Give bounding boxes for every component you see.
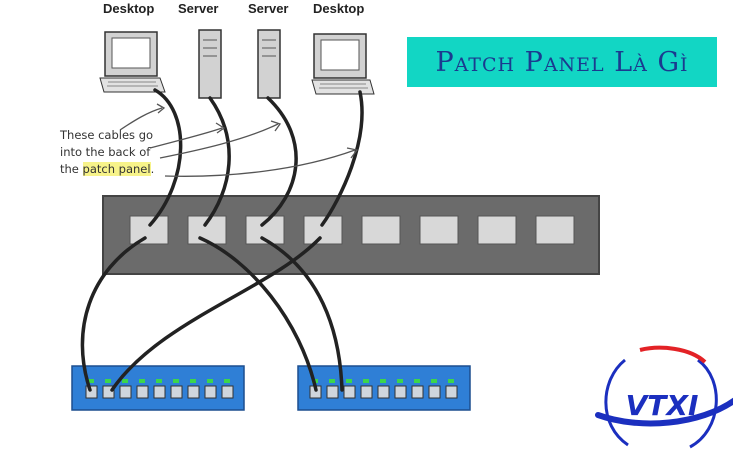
vtxi-logo: VTXI — [595, 345, 733, 449]
device-label-server-2: Server — [248, 1, 289, 16]
server-tower-icon — [257, 29, 281, 99]
note-line-3-pre: the — [60, 162, 83, 176]
note-line-2: into the back of — [60, 145, 151, 159]
device-label-desktop-1: Desktop — [103, 1, 155, 16]
network-switch — [71, 365, 245, 411]
network-switch — [297, 365, 471, 411]
patch-panel-highlight: patch panel — [82, 162, 151, 176]
device-label-desktop-2: Desktop — [313, 1, 365, 16]
desktop-computer-icon — [99, 31, 166, 93]
note-line-1: These cables go — [60, 128, 154, 142]
logo-text: VTXI — [626, 389, 699, 422]
note-line-3: the patch panel. — [60, 161, 180, 178]
server-tower-icon — [198, 29, 222, 99]
patch-panel — [102, 195, 600, 275]
page-title: Patch Panel Là Gì — [435, 46, 689, 78]
annotation-note: These cables go into the back of the pat… — [60, 127, 180, 178]
patch-cords — [80, 236, 344, 392]
desktop-computer-icon — [311, 33, 375, 95]
note-line-3-post: . — [150, 162, 155, 176]
annotation-arrows — [119, 103, 359, 177]
title-banner: Patch Panel Là Gì — [407, 37, 717, 87]
device-label-server-1: Server — [178, 1, 219, 16]
